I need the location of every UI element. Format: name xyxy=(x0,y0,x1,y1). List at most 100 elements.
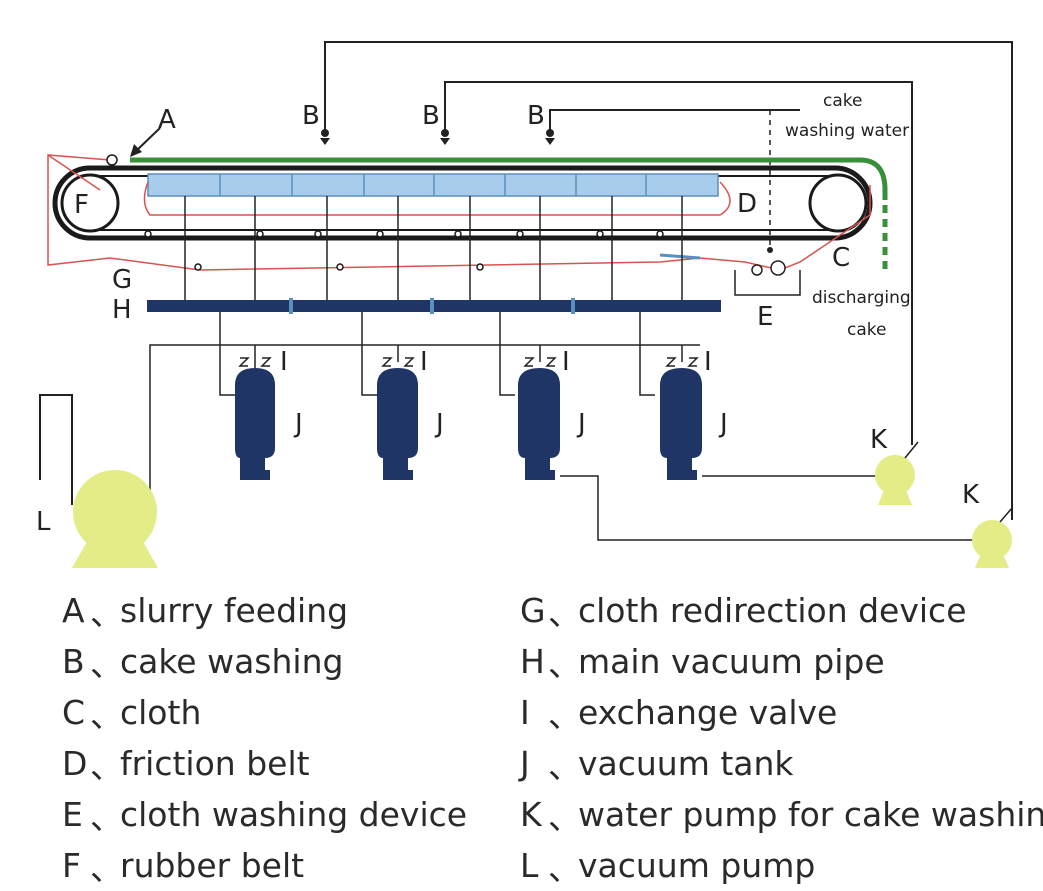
legend-item: E、cloth washing device xyxy=(62,789,467,840)
label-I4: I xyxy=(704,347,712,377)
legend-item: D、friction belt xyxy=(62,738,467,789)
legend-item: C、cloth xyxy=(62,687,467,738)
legend-text: friction belt xyxy=(120,744,310,783)
legend-separator: 、 xyxy=(548,746,581,786)
legend-text: main vacuum pipe xyxy=(578,642,885,681)
label-J4: J xyxy=(718,409,728,439)
legend: A、slurry feeding B、cake washing C、cloth … xyxy=(0,585,1043,888)
legend-item: H、main vacuum pipe xyxy=(520,636,1043,687)
legend-key: B xyxy=(62,642,85,681)
drive-roller-right xyxy=(808,173,868,233)
legend-item: K、water pump for cake washing xyxy=(520,789,1043,840)
friction-belt xyxy=(143,181,731,216)
legend-separator: 、 xyxy=(548,593,581,633)
label-E: E xyxy=(757,302,773,332)
legend-left-column: A、slurry feeding B、cake washing C、cloth … xyxy=(62,585,467,891)
legend-text: cloth xyxy=(120,693,202,732)
legend-key: C xyxy=(62,693,86,732)
label-I2: I xyxy=(420,347,428,377)
wash-water-lines xyxy=(324,41,1013,520)
label-C: C xyxy=(832,243,850,273)
legend-key: H xyxy=(520,642,545,681)
legend-text: exchange valve xyxy=(578,693,838,732)
label-I1: I xyxy=(280,347,288,377)
legend-separator: 、 xyxy=(548,644,581,684)
label-K1: K xyxy=(870,425,888,455)
legend-item: F、rubber belt xyxy=(62,840,467,891)
legend-key: I xyxy=(520,693,530,732)
note-cake-washing-water-1: cake xyxy=(823,91,862,111)
vacuum-box xyxy=(147,173,719,197)
legend-separator: 、 xyxy=(90,848,123,888)
cake-washing-nozzles xyxy=(320,129,555,145)
drain-lines xyxy=(560,475,980,541)
label-G: G xyxy=(112,265,132,295)
label-B2: B xyxy=(422,101,440,131)
legend-text: water pump for cake washing xyxy=(578,795,1043,834)
suction-lines xyxy=(184,196,683,305)
legend-item: L、vacuum pump xyxy=(520,840,1043,891)
label-B1: B xyxy=(302,101,320,131)
vacuum-pump xyxy=(39,394,158,568)
legend-key: L xyxy=(520,846,539,885)
legend-separator: 、 xyxy=(548,848,581,888)
idler-rollers xyxy=(106,154,664,271)
legend-text: rubber belt xyxy=(120,846,305,885)
label-J2: J xyxy=(434,409,444,439)
feed-arrow xyxy=(134,127,161,153)
pipe-flanges xyxy=(289,298,575,314)
legend-key: J xyxy=(520,744,530,783)
legend-item: A、slurry feeding xyxy=(62,585,467,636)
water-pump-1 xyxy=(875,441,919,505)
note-discharging-cake-1: discharging xyxy=(812,288,911,308)
label-A: A xyxy=(158,105,176,135)
water-pump-2 xyxy=(972,507,1013,568)
legend-text: cake washing xyxy=(120,642,344,681)
legend-key: K xyxy=(520,795,542,834)
label-J1: J xyxy=(293,409,303,439)
exchange-valves xyxy=(238,357,699,370)
cloth-washing-device xyxy=(734,247,801,296)
legend-separator: 、 xyxy=(90,695,123,735)
legend-separator: 、 xyxy=(548,797,581,837)
legend-item: G、cloth redirection device xyxy=(520,585,1043,636)
legend-text: cloth washing device xyxy=(120,795,468,834)
feed-arrowhead xyxy=(130,144,142,157)
legend-text: vacuum tank xyxy=(578,744,794,783)
label-B3: B xyxy=(527,101,545,131)
legend-item: B、cake washing xyxy=(62,636,467,687)
label-I3: I xyxy=(562,347,570,377)
legend-key: G xyxy=(520,591,546,630)
legend-separator: 、 xyxy=(90,593,123,633)
slurry-feed-line xyxy=(130,157,888,275)
legend-separator: 、 xyxy=(90,644,123,684)
note-cake-washing-water-2: washing water xyxy=(785,121,909,141)
vacuum-box-dividers xyxy=(219,174,647,196)
legend-item: J 、vacuum tank xyxy=(520,738,1043,789)
legend-text: cloth redirection device xyxy=(578,591,967,630)
legend-text: slurry feeding xyxy=(120,591,349,630)
legend-key: F xyxy=(62,846,81,885)
label-J3: J xyxy=(576,409,586,439)
note-discharging-cake-2: cake xyxy=(847,320,886,340)
label-L: L xyxy=(36,507,51,537)
tank-connection-lines xyxy=(149,312,700,505)
cloth-return xyxy=(47,154,101,191)
belt-filter-diagram: A B B B C D E F G H I I I I J J J J K K … xyxy=(36,41,1013,568)
legend-separator: 、 xyxy=(90,797,123,837)
label-K2: K xyxy=(962,480,980,510)
legend-key: D xyxy=(62,744,88,783)
legend-key: E xyxy=(62,795,83,834)
vacuum-tanks xyxy=(235,368,702,480)
legend-separator: 、 xyxy=(90,746,123,786)
legend-item: I 、exchange valve xyxy=(520,687,1043,738)
cloth xyxy=(47,154,871,271)
legend-text: vacuum pump xyxy=(578,846,816,885)
label-D: D xyxy=(737,189,757,219)
label-H: H xyxy=(112,295,132,325)
legend-separator: 、 xyxy=(548,695,581,735)
legend-key: A xyxy=(62,591,85,630)
legend-right-column: G、cloth redirection device H、main vacuum… xyxy=(520,585,1043,891)
cloth-tension-bar xyxy=(659,253,701,260)
drive-roller-left xyxy=(60,173,120,233)
